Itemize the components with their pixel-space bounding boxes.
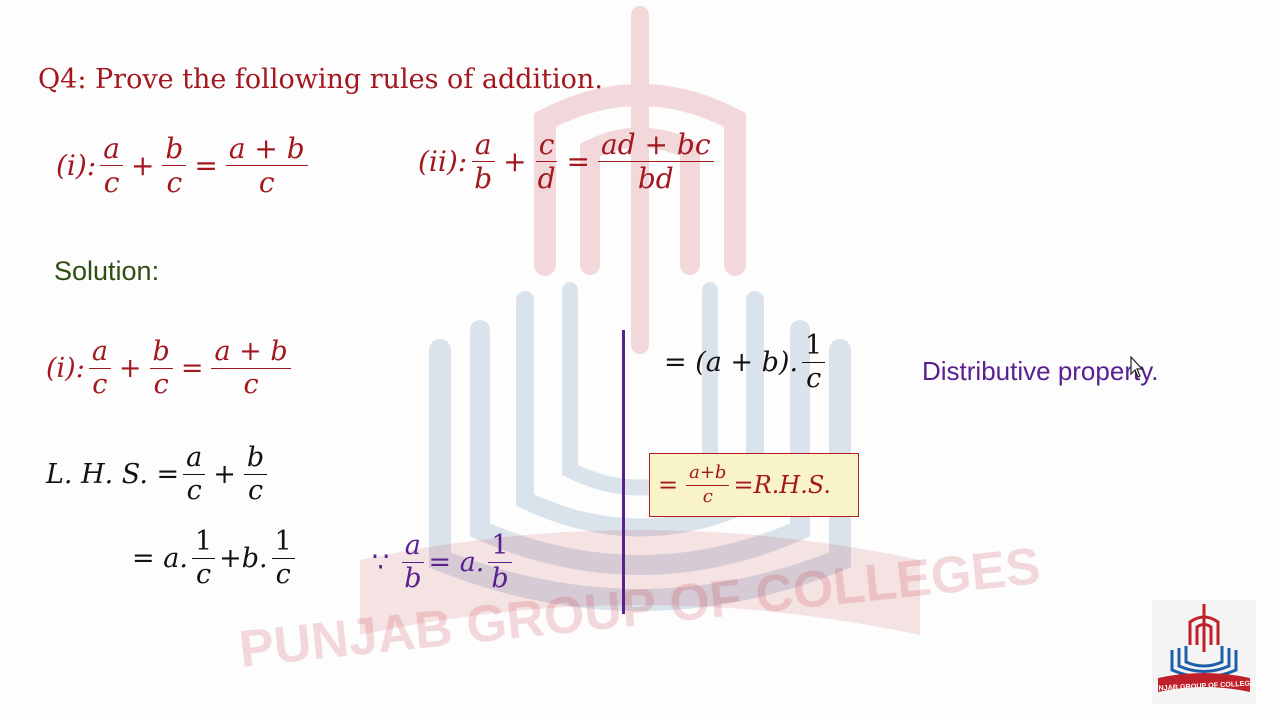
proof-label: (i): <box>46 353 85 385</box>
rule-i-label: (i): <box>56 149 97 183</box>
watermark-text: PUNJAB GROUP OF COLLEGES <box>236 537 1043 679</box>
question-title: Q4: Prove the following rules of additio… <box>38 64 603 95</box>
mouse-cursor-icon <box>1130 356 1144 378</box>
solution-label: Solution: <box>54 256 160 286</box>
vertical-divider <box>622 330 625 614</box>
punjab-colleges-logo: PUNJAB GROUP OF COLLEGES <box>1152 600 1256 704</box>
distributive-property-label: Distributive property. <box>922 356 1159 386</box>
because-symbol: ∵ <box>372 547 390 579</box>
lhs-label: L. H. S. = <box>46 459 180 491</box>
rule-ii-label: (ii): <box>418 145 468 179</box>
